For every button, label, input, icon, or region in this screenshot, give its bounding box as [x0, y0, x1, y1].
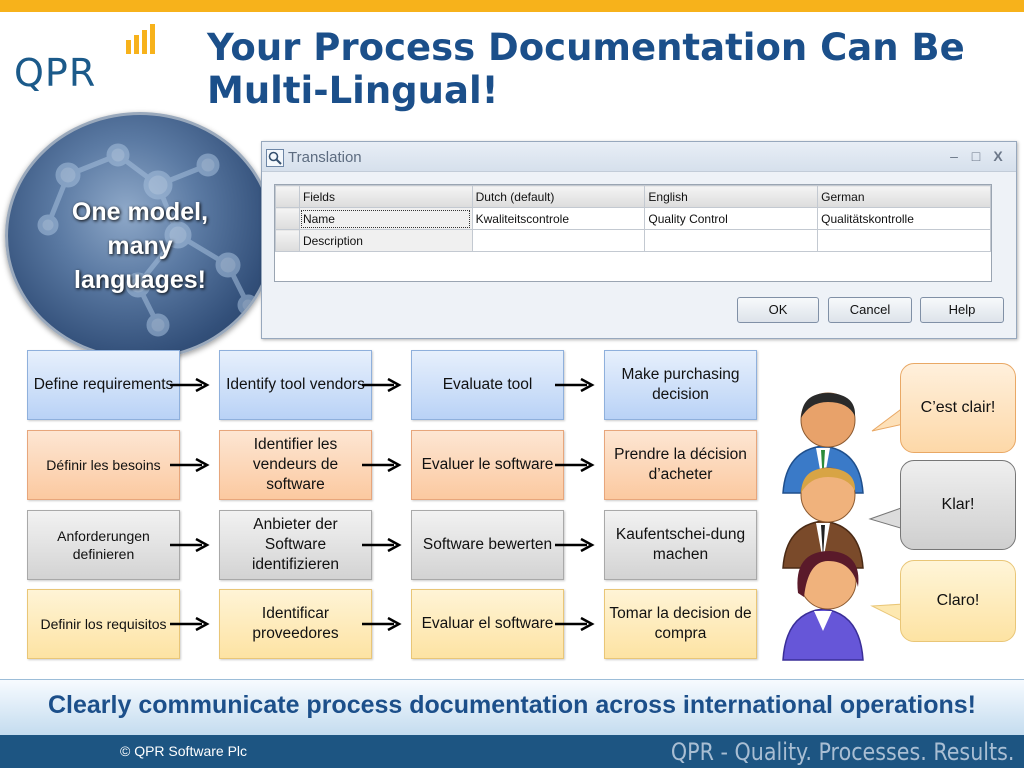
cell-german[interactable]: Qualitätskontrolle [817, 207, 991, 230]
translation-grid[interactable]: Fields Dutch (default) English German Na… [274, 184, 992, 282]
cell-dutch[interactable] [471, 229, 646, 252]
right-arrow-icon [170, 538, 210, 552]
right-arrow-icon [362, 378, 402, 392]
step-es-3: Evaluar el software [411, 589, 564, 659]
right-arrow-icon [555, 538, 595, 552]
column-header-english[interactable]: English [644, 185, 819, 208]
step-fr-1: Définir les besoins [27, 430, 180, 500]
logo-text: QPR [14, 51, 97, 95]
circle-line-2: many [107, 232, 173, 260]
close-button[interactable]: X [993, 148, 1003, 164]
right-arrow-icon [170, 458, 210, 472]
right-arrow-icon [170, 378, 210, 392]
circle-line-1: One model, [71, 198, 209, 226]
speech-bubble-spanish: Claro! [900, 560, 1016, 642]
column-header-dutch[interactable]: Dutch (default) [471, 185, 646, 208]
banner-text: Clearly communicate process documentatio… [47, 691, 976, 719]
cell-german[interactable] [817, 229, 991, 252]
step-es-1: Definir los requisitos [27, 589, 180, 659]
slide-title: Your Process Documentation Can Be Multi-… [207, 26, 965, 112]
step-en-2: Identify tool vendors [219, 350, 372, 420]
speech-bubble-french: C’est clair! [900, 363, 1016, 453]
step-fr-3: Evaluer le software [411, 430, 564, 500]
step-en-4: Make purchasing decision [604, 350, 757, 420]
right-arrow-icon [170, 617, 210, 631]
circle-line-3: languages! [74, 266, 206, 294]
ok-button[interactable]: OK [737, 297, 819, 323]
footer-tagline: QPR - Quality. Processes. Results. [670, 738, 1014, 766]
cell-field[interactable]: Name [298, 207, 473, 230]
molecule-circle: One model, many languages! [5, 112, 275, 360]
right-arrow-icon [362, 458, 402, 472]
step-de-3: Software bewerten [411, 510, 564, 580]
right-arrow-icon [362, 538, 402, 552]
step-de-2: Anbieter der Software identifizieren [219, 510, 372, 580]
cancel-button[interactable]: Cancel [828, 297, 912, 323]
step-fr-2: Identifier les vendeurs de software [219, 430, 372, 500]
footer: © QPR Software Plc QPR - Quality. Proces… [0, 735, 1024, 768]
logo-bars-icon [126, 24, 155, 54]
message-banner: Clearly communicate process documentatio… [0, 679, 1024, 735]
step-es-2: Identificar proveedores [219, 589, 372, 659]
table-row[interactable]: Description [275, 229, 991, 252]
column-header-german[interactable]: German [817, 185, 991, 208]
grid-corner [275, 185, 300, 208]
step-de-1: Anforderungen definieren [27, 510, 180, 580]
circle-caption: One model, many languages! [8, 195, 272, 297]
magnifier-icon [266, 149, 284, 167]
step-de-4: Kaufentschei-dung machen [604, 510, 757, 580]
qpr-logo: QPR [14, 24, 164, 95]
row-header[interactable] [275, 207, 300, 230]
row-header[interactable] [275, 229, 300, 252]
cell-field[interactable]: Description [298, 229, 473, 252]
molecule-graphic [37, 143, 259, 337]
cell-english[interactable]: Quality Control [644, 207, 819, 230]
translation-dialog: Translation – □ X Fields Dutch (default)… [261, 141, 1017, 339]
dialog-title-bar[interactable]: Translation – □ X [262, 142, 1016, 172]
table-row[interactable]: Name Kwaliteitscontrole Quality Control … [275, 207, 991, 230]
step-en-3: Evaluate tool [411, 350, 564, 420]
help-button[interactable]: Help [920, 297, 1004, 323]
maximize-button[interactable]: □ [971, 148, 981, 164]
step-en-1: Define requirements [27, 350, 180, 420]
step-fr-4: Prendre la décision d’acheter [604, 430, 757, 500]
cell-dutch[interactable]: Kwaliteitscontrole [471, 207, 646, 230]
speech-bubble-german: Klar! [900, 460, 1016, 550]
footer-copyright: © QPR Software Plc [120, 743, 248, 759]
accent-bar [0, 0, 1024, 12]
step-es-4: Tomar la decision de compra [604, 589, 757, 659]
right-arrow-icon [555, 378, 595, 392]
column-header-fields[interactable]: Fields [298, 185, 473, 208]
right-arrow-icon [555, 617, 595, 631]
dialog-title: Translation [288, 149, 362, 166]
person-icon [782, 551, 864, 661]
right-arrow-icon [362, 617, 402, 631]
minimize-button[interactable]: – [950, 148, 958, 164]
right-arrow-icon [555, 458, 595, 472]
cell-english[interactable] [644, 229, 819, 252]
